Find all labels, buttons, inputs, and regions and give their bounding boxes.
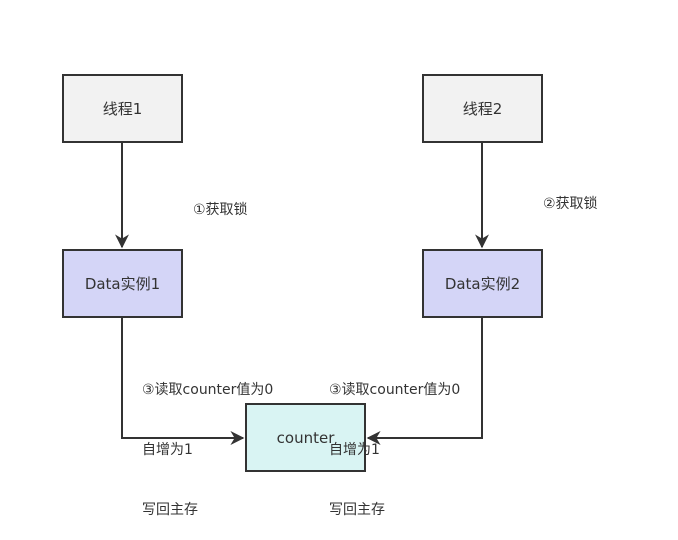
edge-data1-counter xyxy=(121,318,245,445)
step3-right-line: 写回主存 xyxy=(329,502,385,518)
thread1-label: 线程1 xyxy=(102,100,143,118)
data-instance2-label: Data实例2 xyxy=(444,275,521,293)
step2-label: ②获取锁 xyxy=(543,196,598,212)
step3-left-line: 写回主存 xyxy=(142,502,198,518)
thread1-node: 线程1 xyxy=(62,74,183,143)
step3-left-line: 自增为1 xyxy=(142,442,193,458)
data-instance1-label: Data实例1 xyxy=(84,275,161,293)
edges xyxy=(115,143,489,445)
step3-right-annotation: ③读取counter值为0 自增为1 写回主存 xyxy=(329,340,460,540)
step3-right-line: ③读取counter值为0 xyxy=(329,382,461,398)
edge-data2-counter xyxy=(366,318,483,445)
step3-right-line: 自增为1 xyxy=(329,442,380,458)
data-instance2-node: Data实例2 xyxy=(422,249,543,318)
data-instance1-node: Data实例1 xyxy=(62,249,183,318)
counter-node: counter xyxy=(245,403,366,472)
counter-label: counter xyxy=(276,428,335,447)
step1-label: ①获取锁 xyxy=(193,202,248,218)
thread2-node: 线程2 xyxy=(422,74,543,143)
thread2-label: 线程2 xyxy=(462,100,503,118)
step3-left-annotation: ③读取counter值为0 自增为1 写回主存 xyxy=(142,340,273,540)
step3-left-line: ③读取counter值为0 xyxy=(142,382,274,398)
